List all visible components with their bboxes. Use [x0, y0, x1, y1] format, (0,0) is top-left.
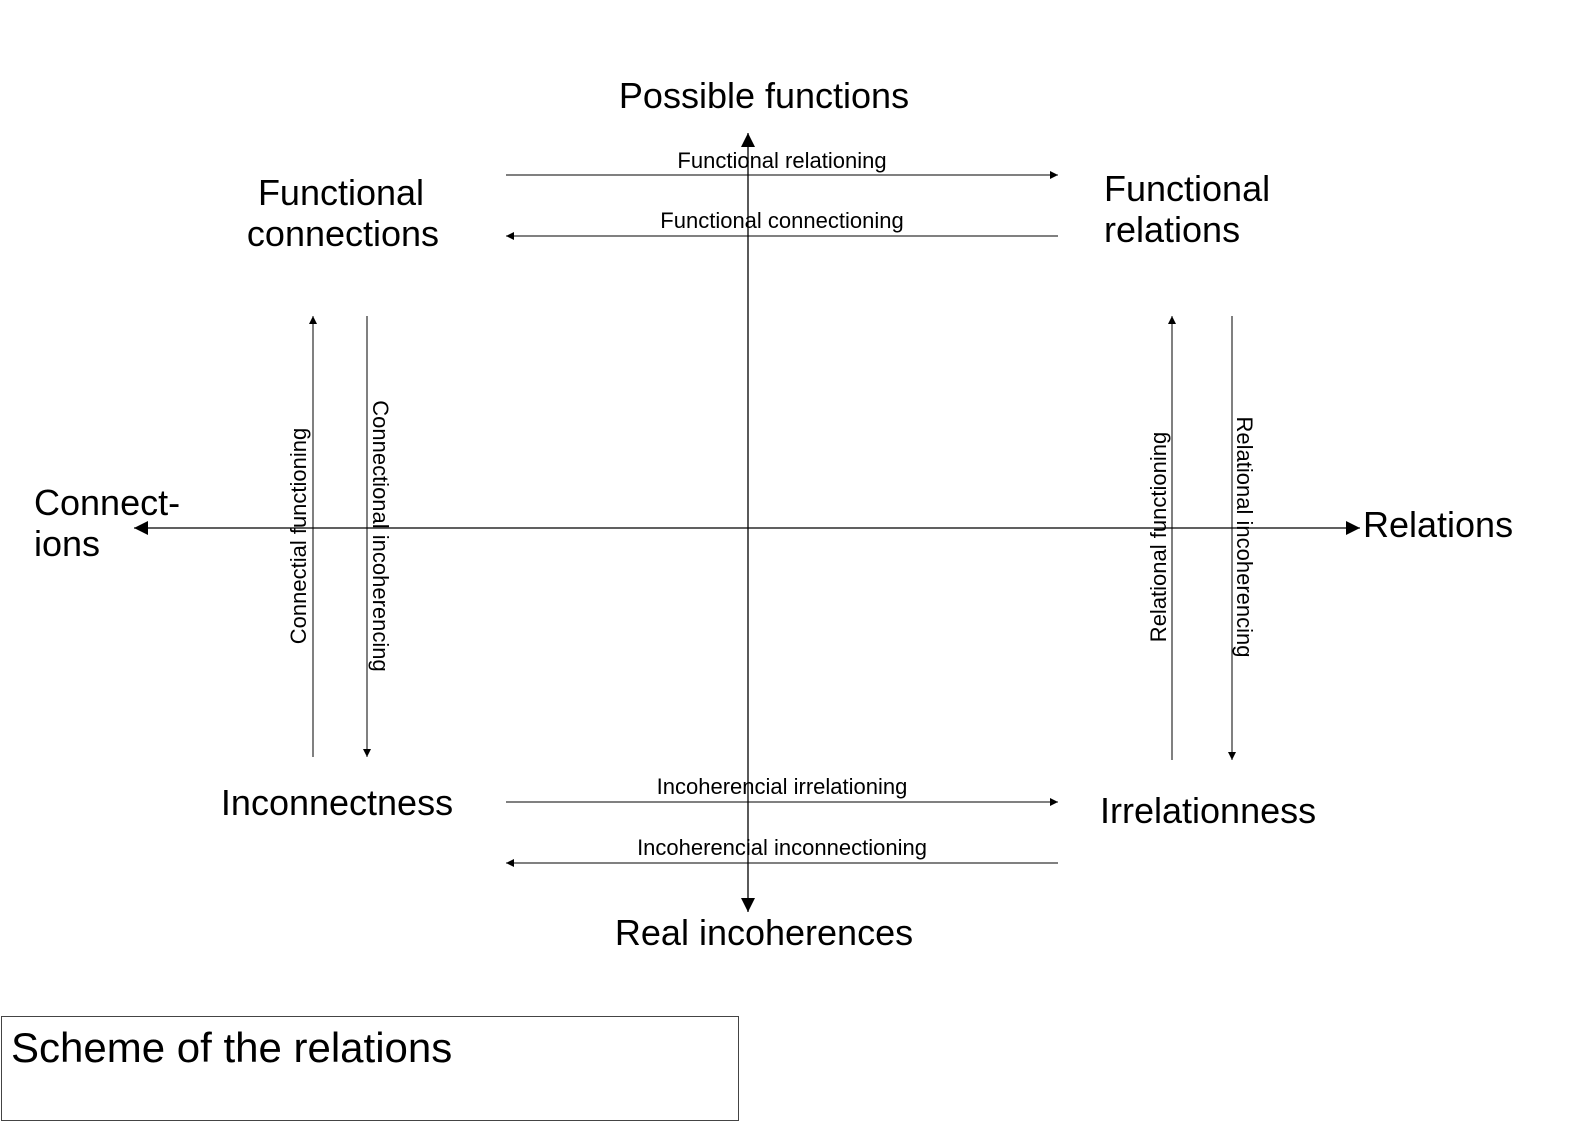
axis-label-right: Relations [1363, 504, 1513, 545]
caption-title: Scheme of the relations [11, 1024, 453, 1071]
label-functional-relationing: Functional relationing [677, 148, 886, 173]
label-relational-functioning: Relational functioning [1146, 432, 1171, 642]
label-connectional-incoherencing: Connectional incoherencing [368, 400, 393, 672]
label-incoherencial-irrelationing: Incoherencial irrelationing [657, 774, 908, 799]
axis-label-top: Possible functions [619, 75, 909, 116]
label-connectial-functioning: Connectial functioning [286, 428, 311, 644]
axis-label-left-line2: ions [34, 523, 100, 564]
label-functional-connectioning: Functional connectioning [660, 208, 903, 233]
axis-label-left-line1: Connect- [34, 482, 180, 523]
node-functional-relations-line2: relations [1104, 209, 1240, 250]
node-functional-connections-line2: connections [247, 213, 439, 254]
node-irrelationness: Irrelationness [1100, 790, 1316, 831]
label-incoherencial-inconnectioning: Incoherencial inconnectioning [637, 835, 927, 860]
node-functional-relations-line1: Functional [1104, 168, 1270, 209]
caption-box: Scheme of the relations [1, 1016, 739, 1121]
axis-label-bottom: Real incoherences [615, 912, 913, 953]
node-inconnectness: Inconnectness [221, 782, 453, 823]
node-functional-connections-line1: Functional [258, 172, 424, 213]
label-relational-incoherencing: Relational incoherencing [1232, 417, 1257, 658]
